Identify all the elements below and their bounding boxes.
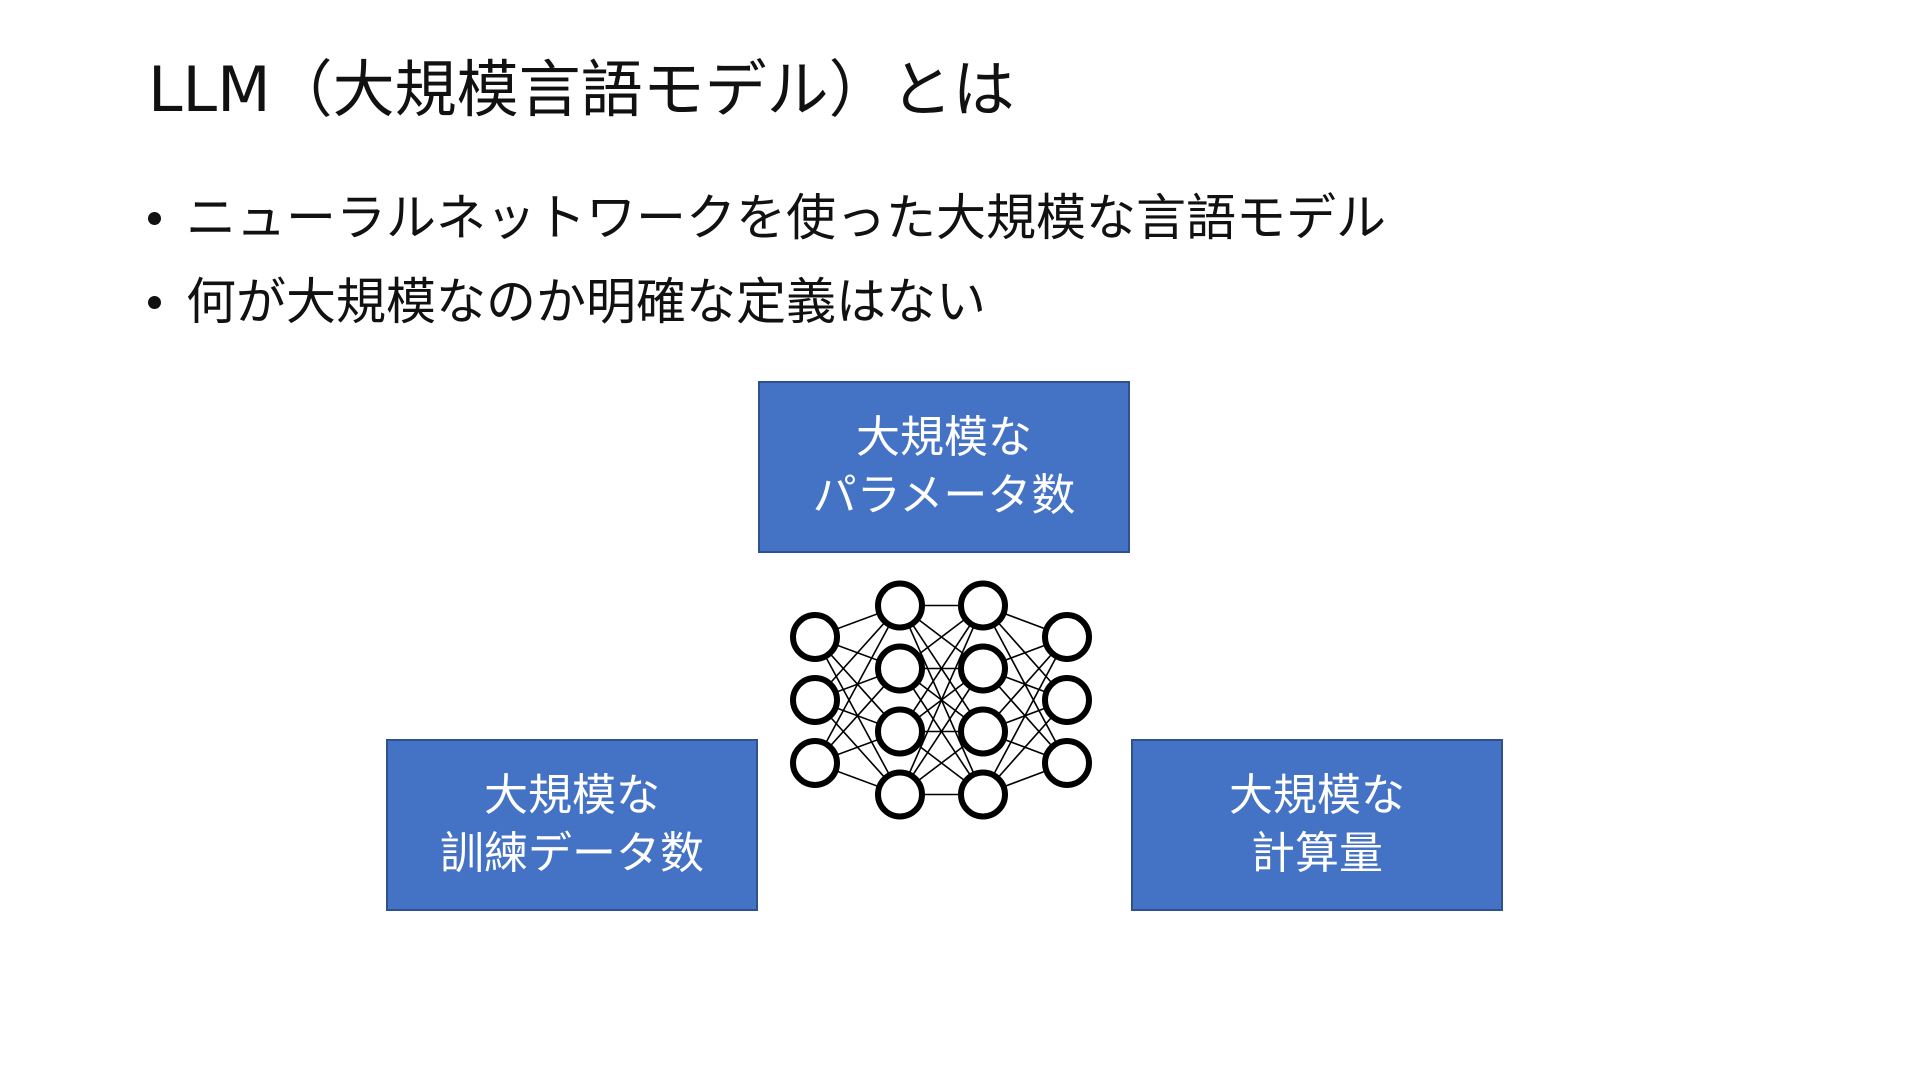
bullet-dot-icon	[148, 212, 161, 225]
network-node	[958, 706, 1008, 757]
network-node	[790, 738, 840, 788]
neural-network-icon	[790, 580, 1092, 820]
network-node	[1042, 738, 1092, 788]
network-edge	[982, 636, 1068, 795]
box-parameters-line2: パラメータ数	[812, 470, 1076, 521]
box-compute: 大規模な 計算量	[1131, 739, 1503, 911]
bullet-item: 何が大規模なのか明確な定義はない	[148, 260, 1386, 344]
network-node	[958, 580, 1008, 631]
bullet-list: ニューラルネットワークを使った大規模な言語モデル 何が大規模なのか明確な定義はな…	[148, 176, 1386, 344]
network-edges	[814, 604, 1068, 796]
network-edge	[814, 605, 901, 764]
box-training-data-line1: 大規模な	[484, 770, 660, 821]
box-parameters: 大規模な パラメータ数	[758, 381, 1130, 553]
network-node	[790, 675, 840, 725]
box-compute-line2: 計算量	[1251, 828, 1383, 879]
network-node	[1042, 675, 1092, 725]
network-node	[875, 769, 925, 820]
box-training-data-line2: 訓練データ数	[440, 828, 704, 879]
network-node	[875, 706, 925, 757]
network-edge	[899, 668, 984, 795]
bullet-dot-icon	[148, 296, 161, 309]
network-node	[790, 612, 840, 662]
network-node	[875, 580, 925, 631]
box-compute-line1: 大規模な	[1229, 770, 1405, 821]
slide-title: LLM（大規模言語モデル）とは	[148, 53, 1015, 126]
network-node	[958, 769, 1008, 820]
bullet-item: ニューラルネットワークを使った大規模な言語モデル	[148, 176, 1386, 260]
box-parameters-line1: 大規模な	[856, 412, 1032, 463]
bullet-text: 何が大規模なのか明確な定義はない	[186, 273, 986, 331]
bullet-text: ニューラルネットワークを使った大規模な言語モデル	[186, 189, 1386, 247]
network-nodes	[790, 580, 1092, 820]
network-edge	[899, 605, 984, 795]
network-node	[1042, 612, 1092, 662]
network-edge	[899, 605, 984, 732]
network-node	[958, 643, 1008, 694]
network-node	[875, 643, 925, 694]
box-training-data: 大規模な 訓練データ数	[386, 739, 758, 911]
